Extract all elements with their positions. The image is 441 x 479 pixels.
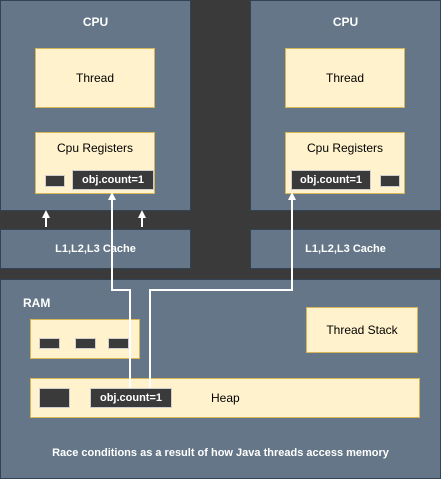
heap-label: Heap (211, 391, 240, 405)
cpu-left-registers-label: Cpu Registers (56, 141, 134, 155)
cpu-left-register-value: obj.count=1 (72, 170, 154, 190)
cpu-left-thread-box: Thread (35, 48, 155, 108)
ram-title: RAM (23, 296, 51, 310)
cpu-left-title: CPU (82, 15, 109, 29)
cpu-right-thread-label: Thread (325, 71, 365, 85)
thread-stack-box: Thread Stack (306, 307, 418, 353)
cpu-left-cache: L1,L2,L3 Cache (0, 229, 191, 269)
cpu-right-register-slot (380, 175, 400, 187)
heap-value: obj.count=1 (90, 388, 172, 408)
ram-cell-2 (75, 338, 96, 349)
cpu-left-register-slot (45, 175, 65, 187)
cpu-right-cache: L1,L2,L3 Cache (250, 229, 441, 269)
heap-slot (39, 388, 70, 408)
wire-heap-to-left-register (108, 192, 131, 388)
cpu-right-registers-label: Cpu Registers (306, 141, 384, 155)
cpu-right-register-value: obj.count=1 (291, 170, 371, 190)
thread-stack-label: Thread Stack (326, 323, 398, 337)
cpu-left-cache-label: L1,L2,L3 Cache (55, 243, 136, 255)
cpu-right-thread-box: Thread (285, 48, 405, 108)
diagram-caption: Race conditions as a result of how Java … (52, 447, 389, 459)
cpu-right-title: CPU (332, 15, 359, 29)
cpu-right-cache-label: L1,L2,L3 Cache (305, 243, 386, 255)
wire-heap-to-right-register (149, 192, 296, 388)
ram-cell-1 (39, 338, 60, 349)
cpu-left-thread-label: Thread (75, 71, 115, 85)
ram-cell-3 (108, 338, 129, 349)
